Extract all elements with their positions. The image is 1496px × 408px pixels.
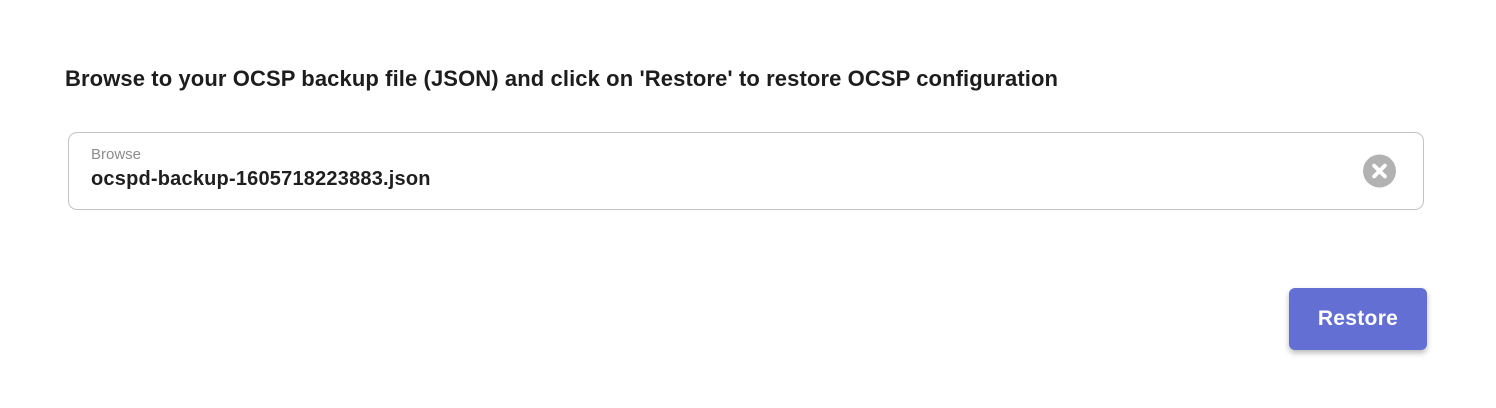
clear-file-button[interactable]: [1363, 154, 1396, 188]
file-input-value: ocspd-backup-1605718223883.json: [91, 168, 431, 190]
file-browse-text: Browse ocspd-backup-1605718223883.json: [91, 146, 1343, 191]
restore-button[interactable]: Restore: [1289, 288, 1427, 350]
file-browse-input[interactable]: Browse ocspd-backup-1605718223883.json: [68, 132, 1424, 210]
circle-x-icon: [1363, 154, 1396, 188]
file-input-label: Browse: [91, 146, 142, 163]
page-title: Browse to your OCSP backup file (JSON) a…: [65, 66, 1059, 91]
